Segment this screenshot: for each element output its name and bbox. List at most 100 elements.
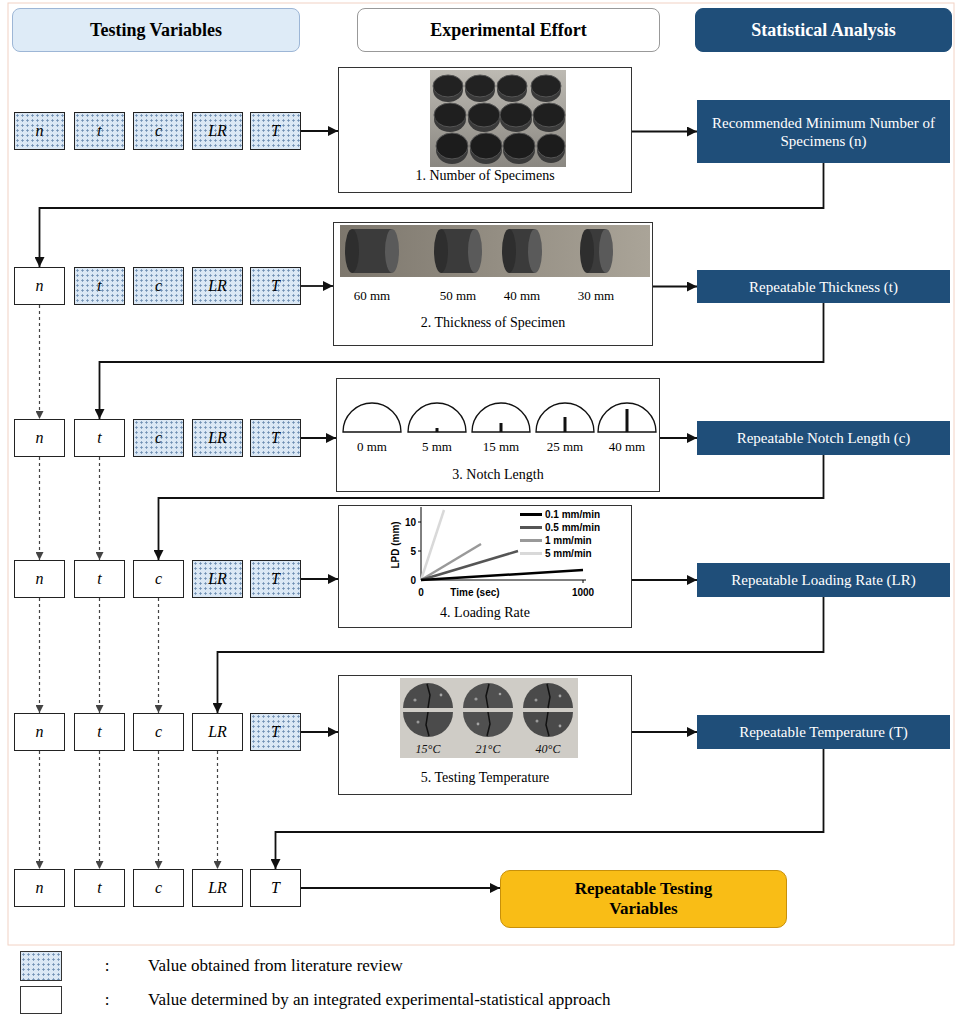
temperature-photo xyxy=(400,678,578,758)
thickness-photo xyxy=(345,229,359,273)
legend-item: 0.5 mm/min xyxy=(520,521,600,534)
node-text: t xyxy=(97,570,101,588)
specimen-photo xyxy=(436,133,468,159)
column-header: Testing Variables xyxy=(12,8,300,52)
dimension-label: 40 mm xyxy=(504,289,540,303)
flow-arrow xyxy=(159,455,824,560)
flow-arrow xyxy=(632,131,697,133)
variable-cell: LR xyxy=(192,869,243,907)
loading-rate-chart xyxy=(421,507,422,580)
node-text: n xyxy=(36,570,44,588)
node-text: LR xyxy=(208,723,227,741)
loading-rate-chart xyxy=(418,551,421,552)
temperature-photo xyxy=(474,697,477,700)
variable-cell: t xyxy=(74,419,125,457)
thickness-photo xyxy=(528,229,542,273)
carry-over-arrow xyxy=(99,457,100,560)
temperature-photo xyxy=(523,712,573,737)
node-text: T xyxy=(271,723,280,741)
variable-cell: t xyxy=(74,267,125,305)
experiment-box: 1. Number of Specimens xyxy=(338,67,632,193)
experiment-box: 5. Testing Temperature xyxy=(338,675,632,795)
legend-separator: : xyxy=(105,957,110,976)
node-text: n xyxy=(36,879,44,897)
analysis-box: Repeatable Loading Rate (LR) xyxy=(697,563,950,597)
experiment-box: 2. Thickness of Specimen xyxy=(333,222,653,346)
variable-cell: c xyxy=(133,713,184,751)
node-text: T xyxy=(271,122,280,140)
experiment-box: 3. Notch Length xyxy=(336,378,660,492)
temperature-photo xyxy=(426,712,429,736)
temperature-photo xyxy=(477,723,480,726)
temperature-photo xyxy=(400,678,578,758)
variable-cell: t xyxy=(74,560,125,598)
node-text: LR xyxy=(208,277,227,295)
node-text: n xyxy=(36,429,44,447)
legend-text: 5 mm/min xyxy=(545,548,592,559)
flow-arrow xyxy=(301,887,500,889)
specimen-photo xyxy=(430,70,566,167)
temperature-photo xyxy=(463,683,513,708)
specimen-photo xyxy=(531,75,561,97)
variable-cell: t xyxy=(74,112,125,150)
dimension-label: 0 mm xyxy=(357,440,387,454)
node-text: LR xyxy=(208,879,227,897)
variable-cell: LR xyxy=(192,419,243,457)
temperature-photo xyxy=(463,712,513,737)
flow-arrow xyxy=(40,163,824,267)
node-text: 3. Notch Length xyxy=(452,467,543,483)
loading-rate-chart xyxy=(421,544,481,580)
analysis-box: Repeatable Notch Length (c) xyxy=(697,421,950,455)
specimen-photo xyxy=(468,103,500,127)
axis-label: 10 xyxy=(405,517,416,528)
flow-arrow xyxy=(301,130,338,132)
variable-cell: t xyxy=(74,869,125,907)
flow-arrow xyxy=(632,579,697,581)
notched-semicircles xyxy=(536,403,594,432)
variable-cell: c xyxy=(133,419,184,457)
flow-arrow xyxy=(632,731,697,733)
flow-arrow xyxy=(276,749,824,869)
variable-cell: c xyxy=(133,267,184,305)
variable-cell: c xyxy=(133,560,184,598)
legend-item: 5 mm/min xyxy=(520,547,592,560)
node-text: T xyxy=(271,879,280,897)
legend-item: 0.1 mm/min xyxy=(520,508,600,521)
node-text: T xyxy=(271,277,280,295)
analysis-box: Recommended Minimum Number of Specimens … xyxy=(697,100,950,163)
dimension-label: 60 mm xyxy=(354,289,390,303)
node-text: LR xyxy=(208,122,227,140)
node-text: 5. Testing Temperature xyxy=(421,770,550,786)
temperature-photo xyxy=(559,695,562,698)
node-text: LR xyxy=(208,570,227,588)
axis-label: Time (sec) xyxy=(450,587,499,598)
temperature-photo xyxy=(417,721,420,724)
legend-text: 1 mm/min xyxy=(545,535,592,546)
legend-text: Value determined by an integrated experi… xyxy=(148,990,611,1010)
temperature-photo xyxy=(403,683,453,708)
specimen-photo xyxy=(430,70,566,167)
node-text: Repeatable Notch Length (c) xyxy=(737,429,911,447)
specimen-photo xyxy=(433,75,463,97)
node-text: c xyxy=(155,429,162,447)
temperature-photo xyxy=(440,694,443,697)
temperature-photo xyxy=(559,725,562,728)
specimen-photo xyxy=(533,103,565,127)
dimension-label: 15 mm xyxy=(483,440,519,454)
legend-line-sample xyxy=(520,513,542,516)
node-text: Repeatable Temperature (T) xyxy=(739,723,908,741)
variable-cell: c xyxy=(133,869,184,907)
temperature-photo xyxy=(427,684,430,708)
carry-over-arrow xyxy=(39,305,40,419)
node-text: c xyxy=(155,570,162,588)
axis-label: LPD (mm) xyxy=(390,521,401,568)
node-text: Recommended Minimum Number of Specimens … xyxy=(707,114,940,150)
dimension-label: 25 mm xyxy=(547,440,583,454)
temperature-photo xyxy=(547,684,550,708)
notched-semicircles xyxy=(343,403,656,432)
dimension-label: 50 mm xyxy=(440,289,476,303)
specimen-photo xyxy=(465,75,495,97)
legend-line-sample xyxy=(520,552,542,555)
flow-arrow xyxy=(653,286,697,288)
node-text: t xyxy=(97,723,101,741)
